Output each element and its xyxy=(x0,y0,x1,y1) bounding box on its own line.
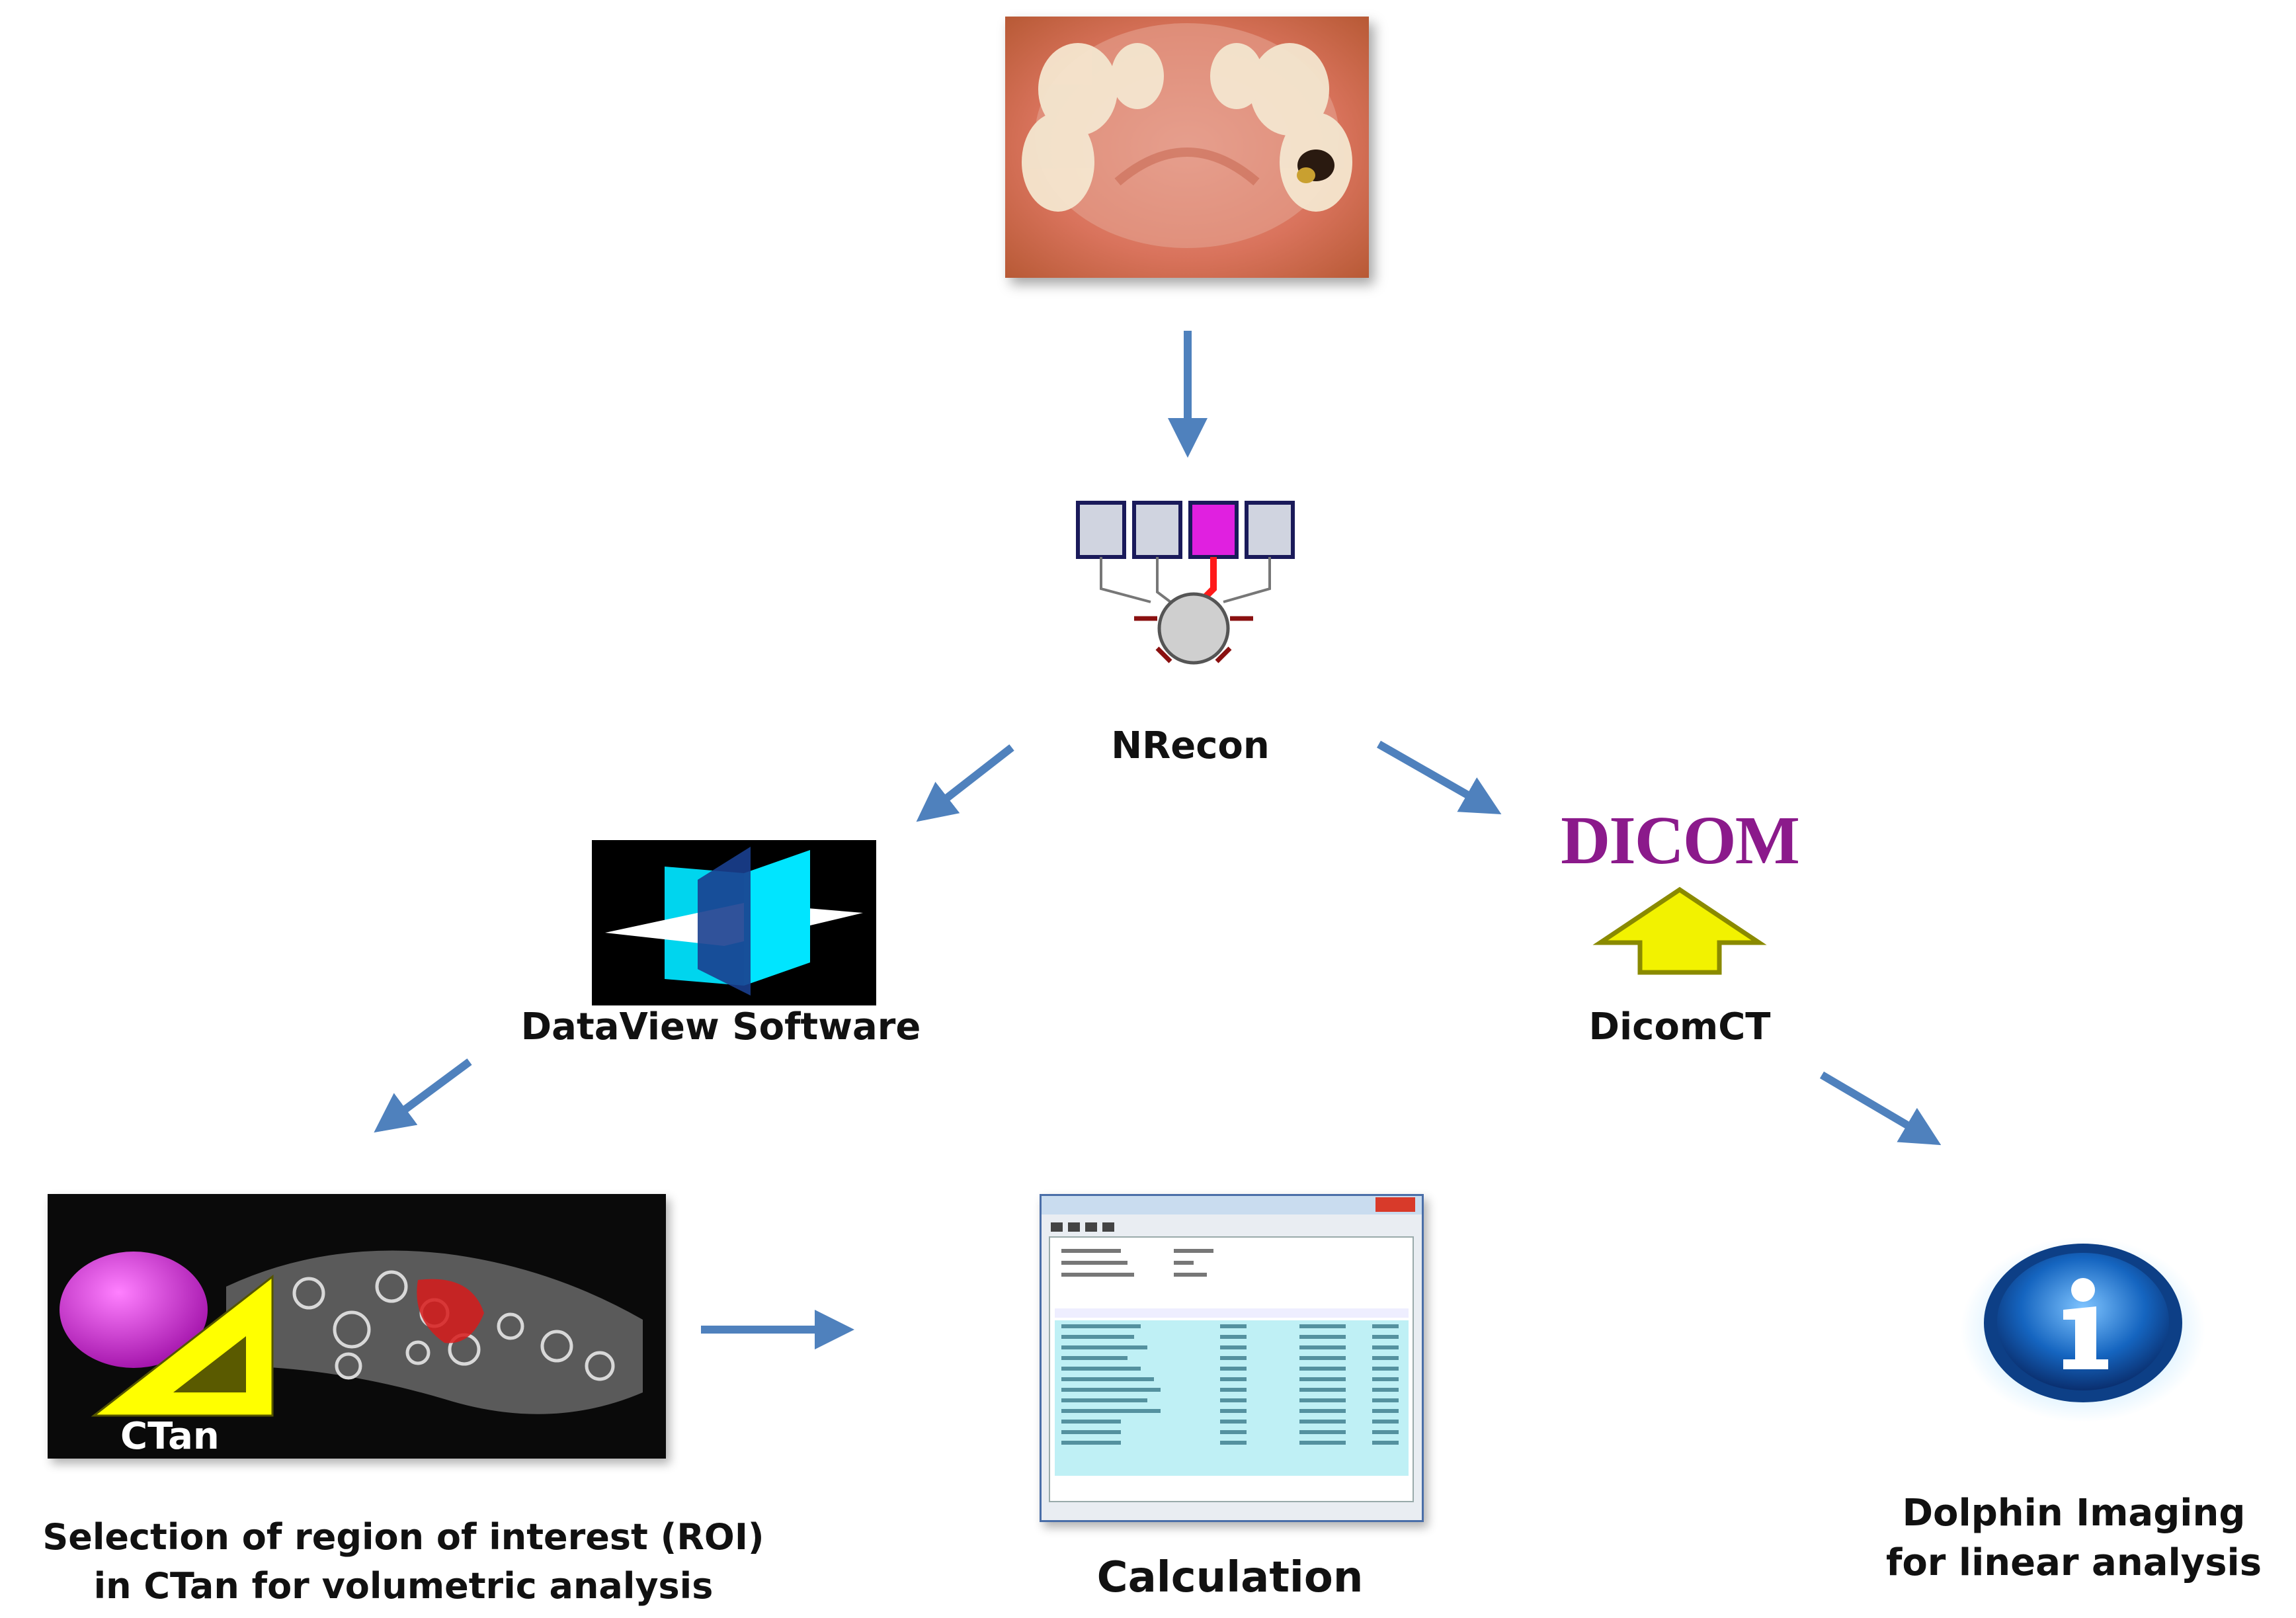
dicom-logo-text: DICOM xyxy=(1561,810,1799,878)
dolphin-label-line1: Dolphin Imaging xyxy=(1902,1492,2246,1535)
ctan-screenshot: CTan xyxy=(48,1194,666,1459)
roi-label-line1: Selection of region of interest (ROI) xyxy=(42,1516,764,1558)
ctan-logo-text: CTan xyxy=(120,1415,220,1458)
dicomct-label: DicomCT xyxy=(1588,1005,1771,1048)
dicom-icon: DICOM xyxy=(1547,810,1812,976)
roi-label-line2: in CTan for volumetric analysis xyxy=(93,1565,714,1607)
nrecon-label: NRecon xyxy=(1111,724,1270,767)
dental-photo xyxy=(1005,17,1369,278)
dataview-icon xyxy=(592,840,876,1005)
dataview-label: DataView Software xyxy=(520,1005,921,1048)
dolphin-icon xyxy=(1957,1224,2209,1422)
dolphin-label-line2: for linear analysis xyxy=(1885,1541,2262,1584)
calculation-label: Calculation xyxy=(1096,1553,1364,1602)
results-window xyxy=(1040,1194,1424,1522)
nrecon-icon xyxy=(1071,496,1309,675)
